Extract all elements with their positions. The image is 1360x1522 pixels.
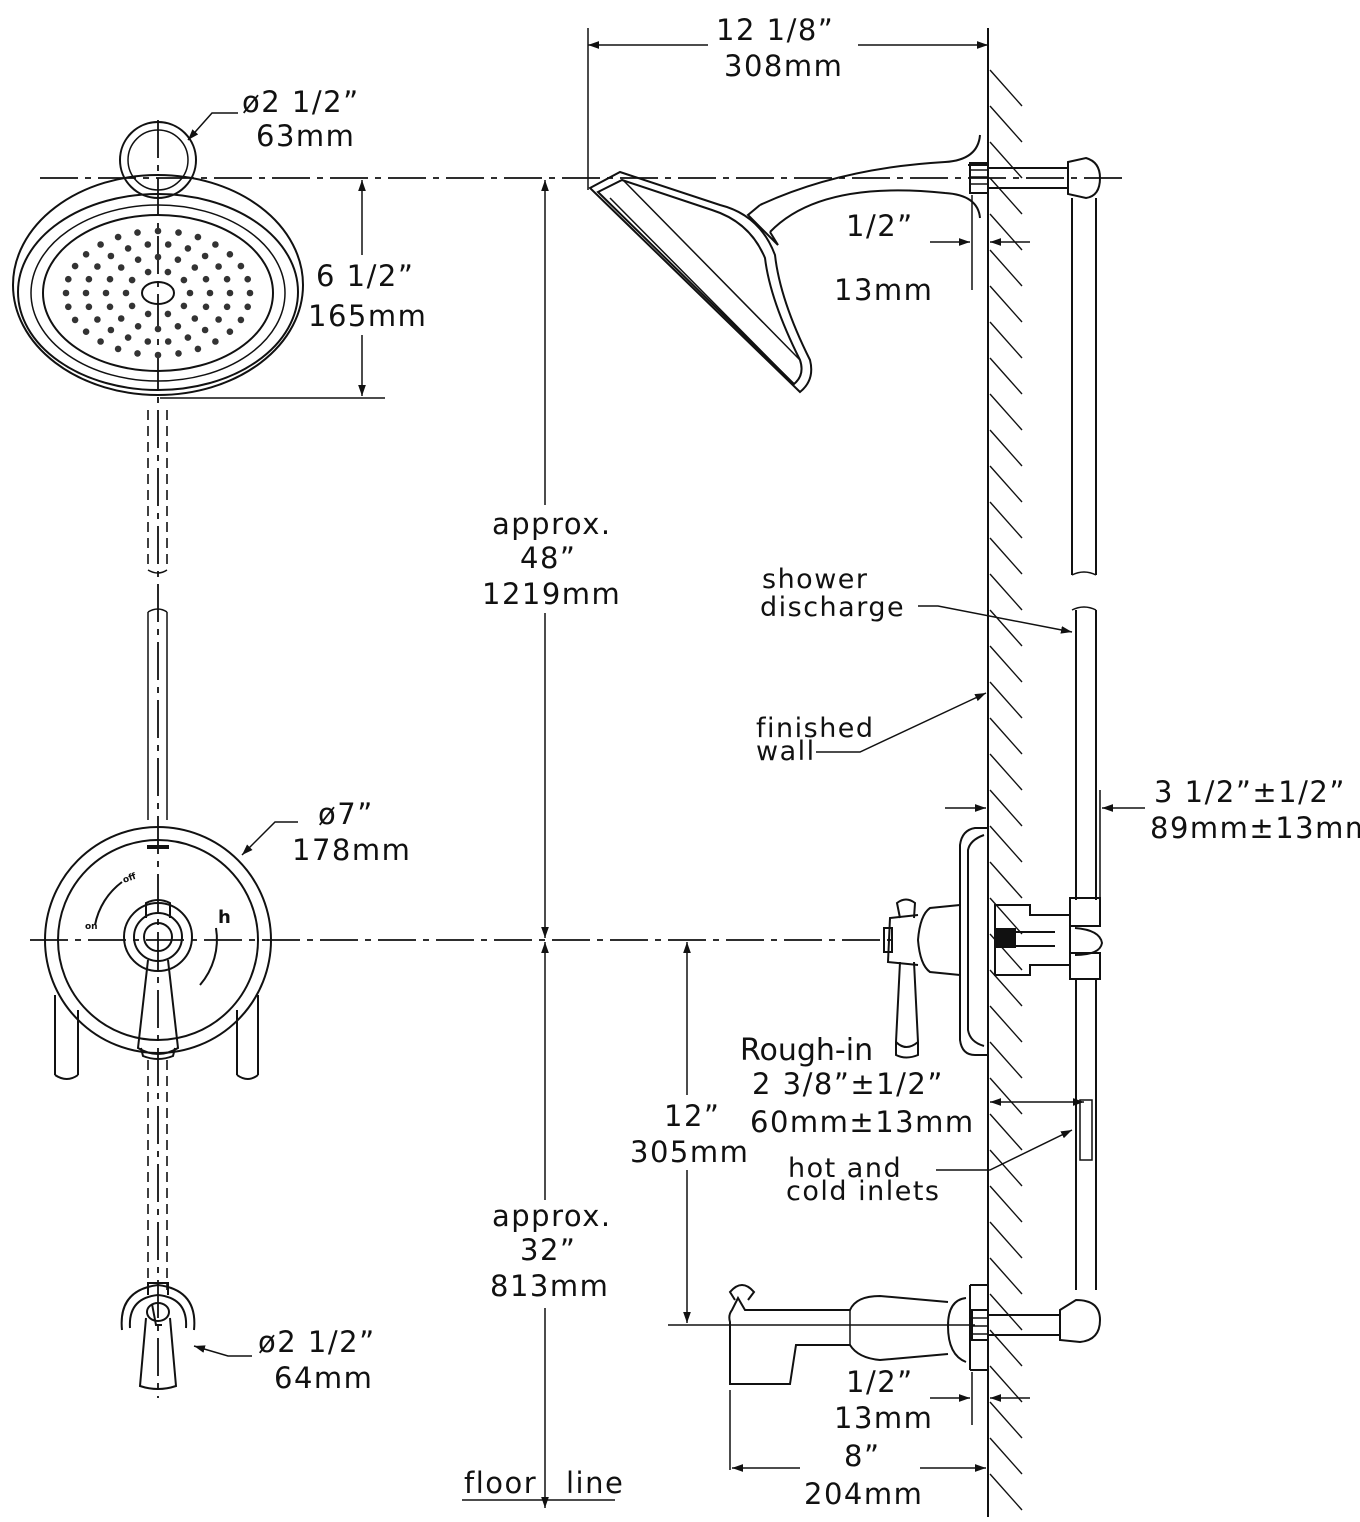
tub-spout-front-view [120,1282,196,1390]
valve-depth-in: 3 1/2”±1/2” [1154,775,1346,809]
leader-finished-wall [816,692,987,753]
showerhead-side-view [588,134,1102,611]
approx-32-label: approx. [492,1199,612,1233]
valve-plate-dia-mm: 178mm [292,833,411,867]
spout-projection-in: 8” [844,1439,880,1473]
spout-flange-dia-in: ø2 1/2” [258,1325,376,1359]
valve-height-mm: 813mm [490,1269,609,1303]
valve-plate-dia-in: ø7” [318,797,374,831]
rough-in-mm: 60mm±13mm [750,1105,975,1139]
shower-riser-hidden [147,410,168,820]
valve-depth-mm: 89mm±13mm [1150,811,1360,845]
off-mark: off [122,872,139,886]
head-height-mm: 165mm [308,299,427,333]
floor-label: floor [464,1466,537,1500]
shower-discharge-label-1: shower [762,564,869,595]
spray-nozzles [62,227,254,359]
spout-wall-gap-in: 1/2” [846,1365,914,1399]
valve-to-spout-in: 12” [664,1099,720,1133]
head-wall-gap-in: 1/2” [846,209,914,243]
head-height-in: 6 1/2” [316,259,414,293]
head-above-valve-in: 48” [520,541,576,575]
shower-discharge-label-2: discharge [760,592,905,623]
valve-trim-front-view [44,826,272,1290]
valve-to-spout-mm: 305mm [630,1135,749,1169]
showerhead-front-view [12,121,304,396]
leader-inlets [936,1129,1073,1171]
leader-valve-plate [241,821,298,856]
spout-wall-gap-mm: 13mm [834,1401,933,1435]
spout-flange-dia-mm: 64mm [274,1361,373,1395]
head-projection-mm: 308mm [724,49,843,83]
flange-dia-in: ø2 1/2” [242,85,360,119]
valve-height-in: 32” [520,1233,576,1267]
finished-wall-label-1: finished [756,713,875,744]
rough-in-in: 2 3/8”±1/2” [752,1067,944,1101]
flange-dia-mm: 63mm [256,119,355,153]
tub-spout-side-view [728,1284,1102,1385]
inlets-label-1: hot and [788,1153,902,1184]
approx-48-label: approx. [492,507,612,541]
rough-in-title: Rough-in [740,1033,873,1068]
leader-shower-discharge [918,605,1073,634]
head-wall-gap-mm: 13mm [834,273,933,307]
head-above-valve-mm: 1219mm [482,577,621,611]
spout-projection-mm: 204mm [804,1477,923,1511]
finished-wall-label-2: wall [756,736,816,767]
leader-arm-flange [187,112,238,141]
on-mark: on [85,922,98,932]
inlets-label-2: cold inlets [786,1176,940,1207]
hot-mark: h [218,907,232,928]
head-projection-in: 12 1/8” [716,13,834,47]
line-label: line [566,1466,624,1500]
riser-and-valve-body-side-view [883,610,1104,1290]
leader-spout-flange [193,1345,252,1357]
finished-wall-section [987,28,1023,1517]
